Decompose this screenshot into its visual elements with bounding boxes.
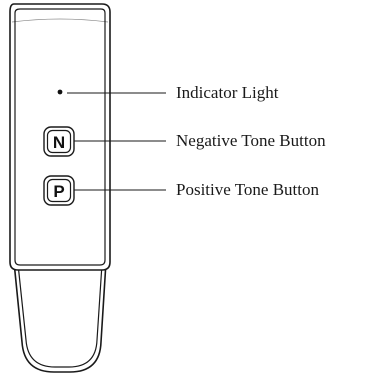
indicator-light-label: Indicator Light (176, 83, 279, 102)
negative-tone-button-letter: N (53, 133, 65, 152)
positive-tone-button-label: Positive Tone Button (176, 180, 320, 199)
device-handle (13, 261, 107, 373)
negative-tone-button-label: Negative Tone Button (176, 131, 326, 150)
indicator-light-dot (57, 89, 63, 95)
positive-tone-button[interactable]: P (43, 175, 75, 206)
negative-tone-button[interactable]: N (43, 126, 75, 157)
positive-tone-button-letter: P (53, 182, 64, 201)
